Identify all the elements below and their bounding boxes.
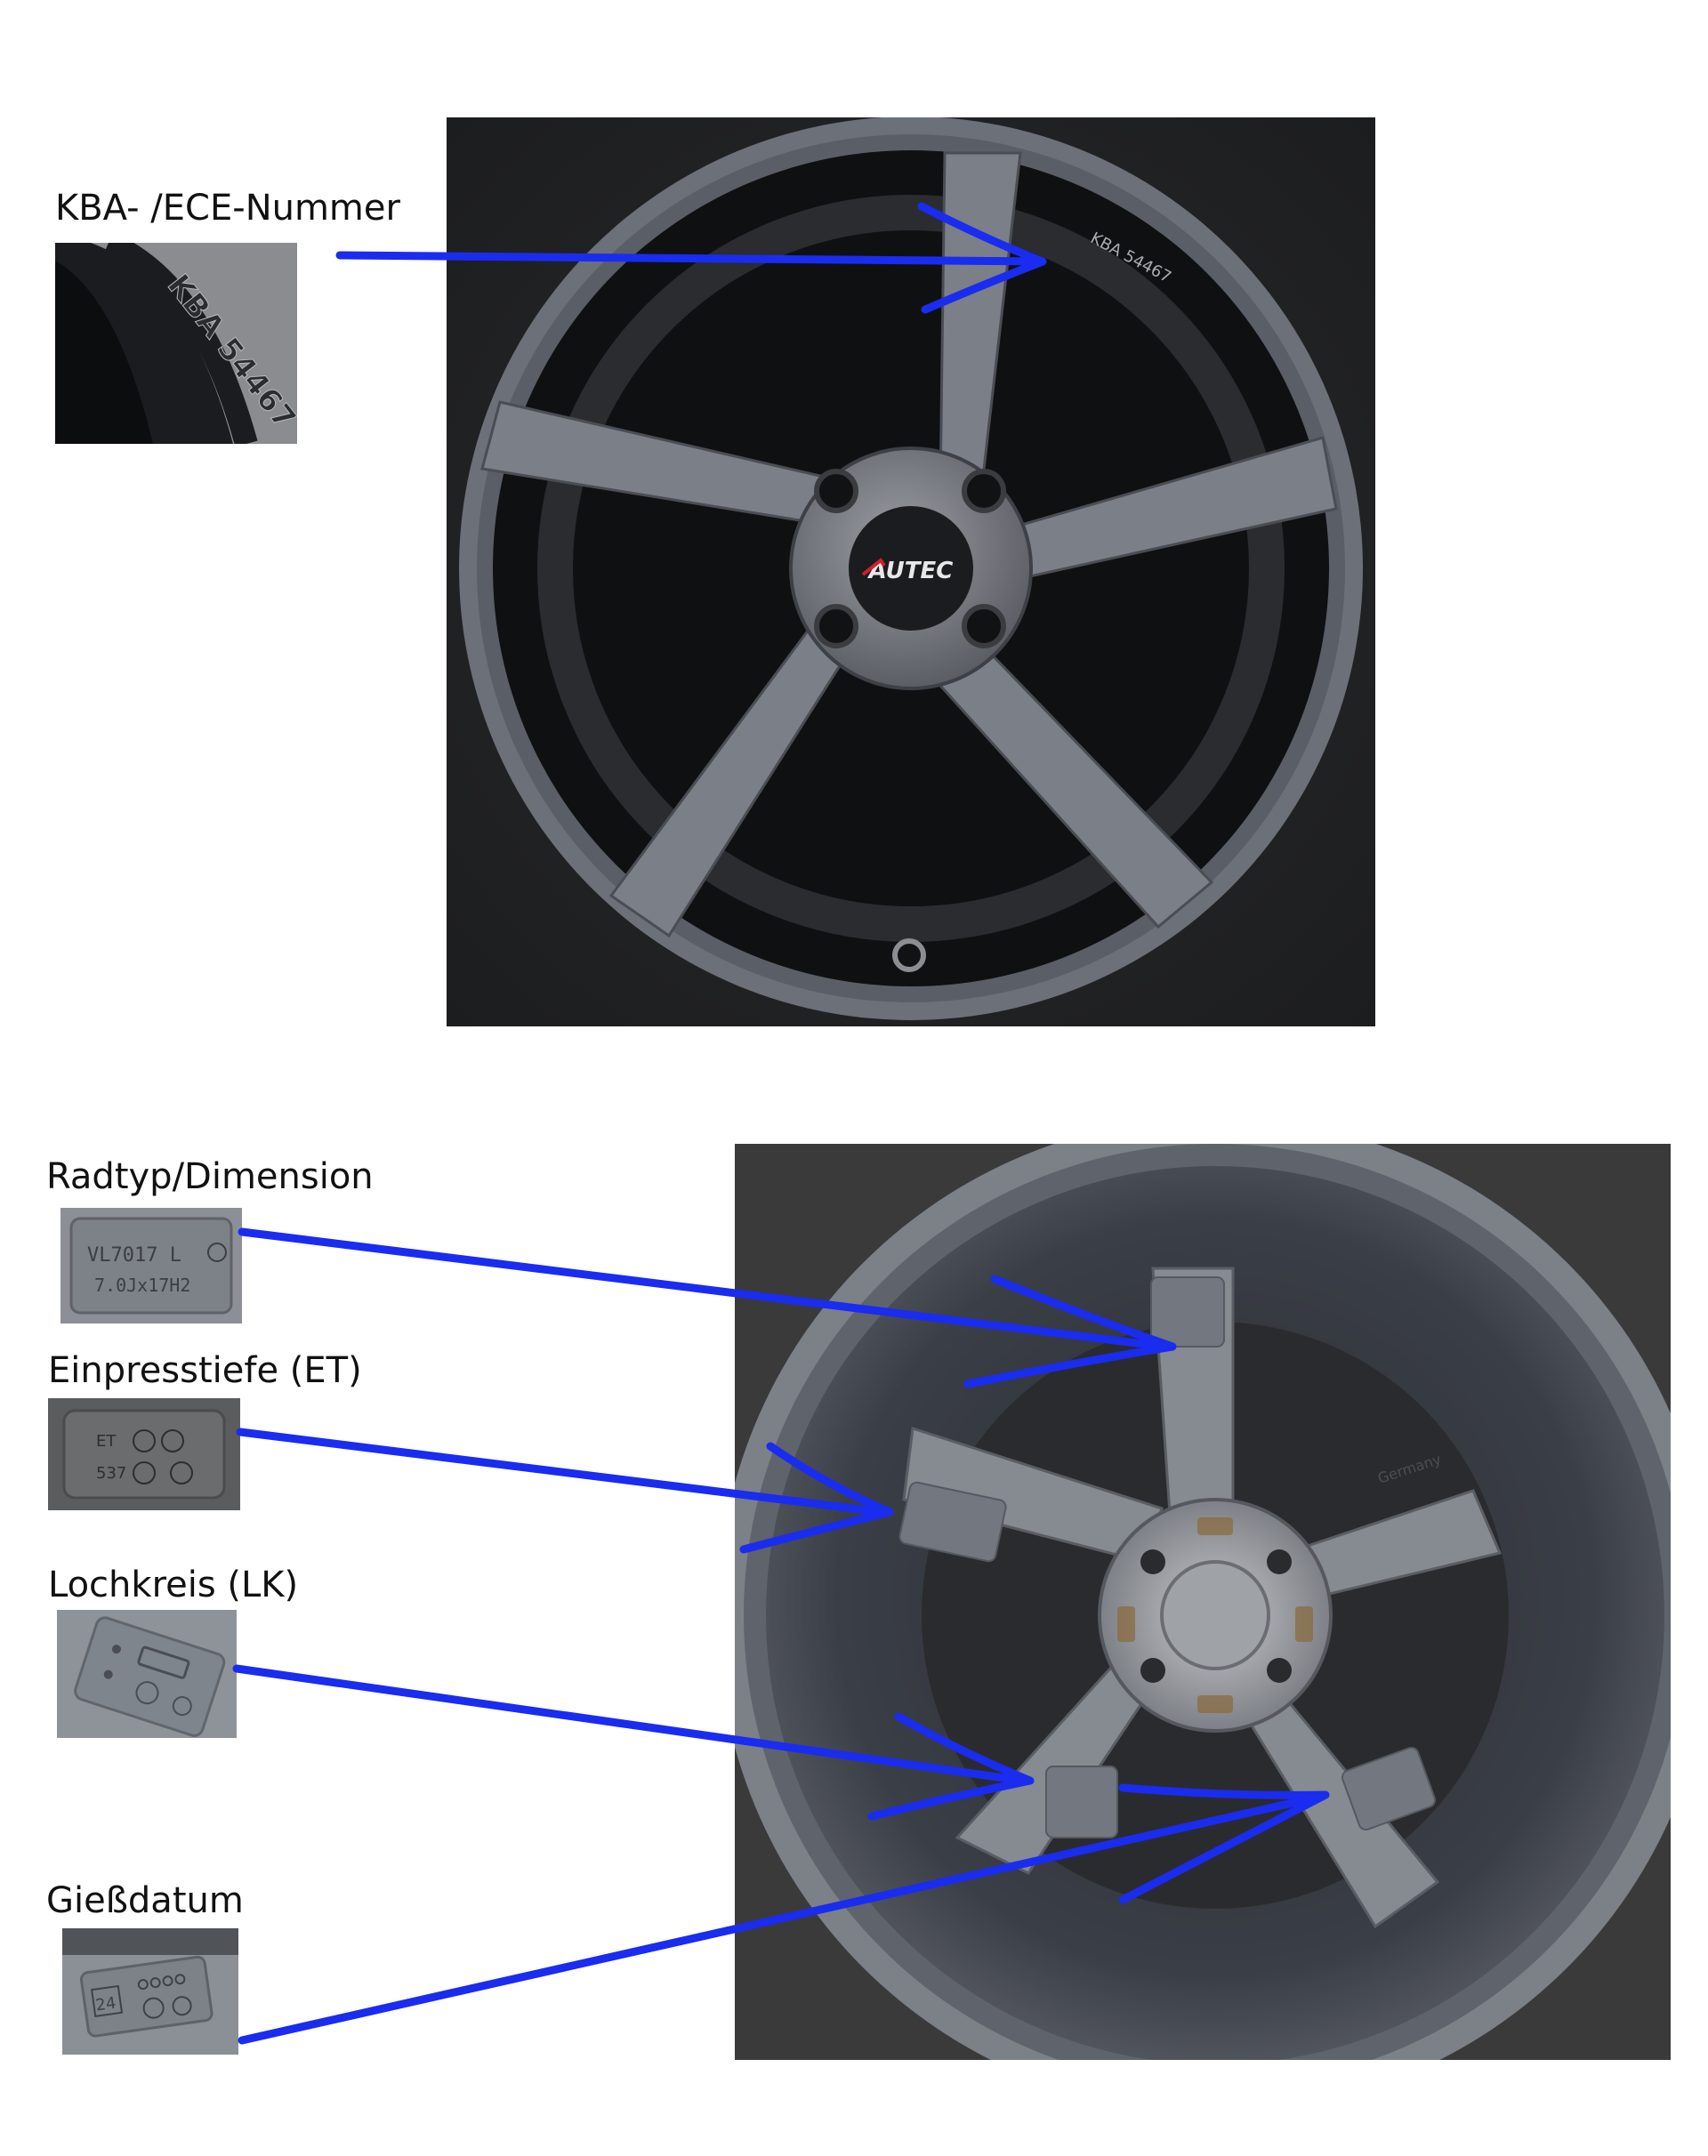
thumbnail-radtyp-stamp: VL7017 L 7.0Jx17H2 <box>60 1208 242 1323</box>
radtyp-stamp-line1: VL7017 L <box>87 1244 181 1267</box>
wheel-front-photo: AUTEC KBA 54467 <box>447 117 1375 1026</box>
thumbnail-giessdatum-stamp: 24 <box>62 1928 238 2055</box>
label-giessdatum: Gießdatum <box>46 1880 244 1921</box>
et-stamp-line1: ET <box>96 1432 117 1451</box>
label-kba-ece-nummer: KBA- /ECE-Nummer <box>55 188 400 229</box>
wheel-rear-photo: Germany <box>735 1144 1671 2060</box>
thumbnail-lk-stamp <box>57 1610 237 1738</box>
label-einpresstiefe: Einpresstiefe (ET) <box>48 1350 362 1391</box>
label-radtyp-dimension: Radtyp/Dimension <box>46 1156 374 1197</box>
et-stamp-line2: 537 <box>96 1464 126 1483</box>
radtyp-stamp-line2: 7.0Jx17H2 <box>94 1275 190 1296</box>
thumbnail-kba-stamp: KBA 54467 <box>55 243 297 444</box>
giess-stamp-number: 24 <box>94 1994 117 2015</box>
thumbnail-et-stamp: ET 537 <box>48 1398 240 1510</box>
label-lochkreis: Lochkreis (LK) <box>48 1565 299 1605</box>
